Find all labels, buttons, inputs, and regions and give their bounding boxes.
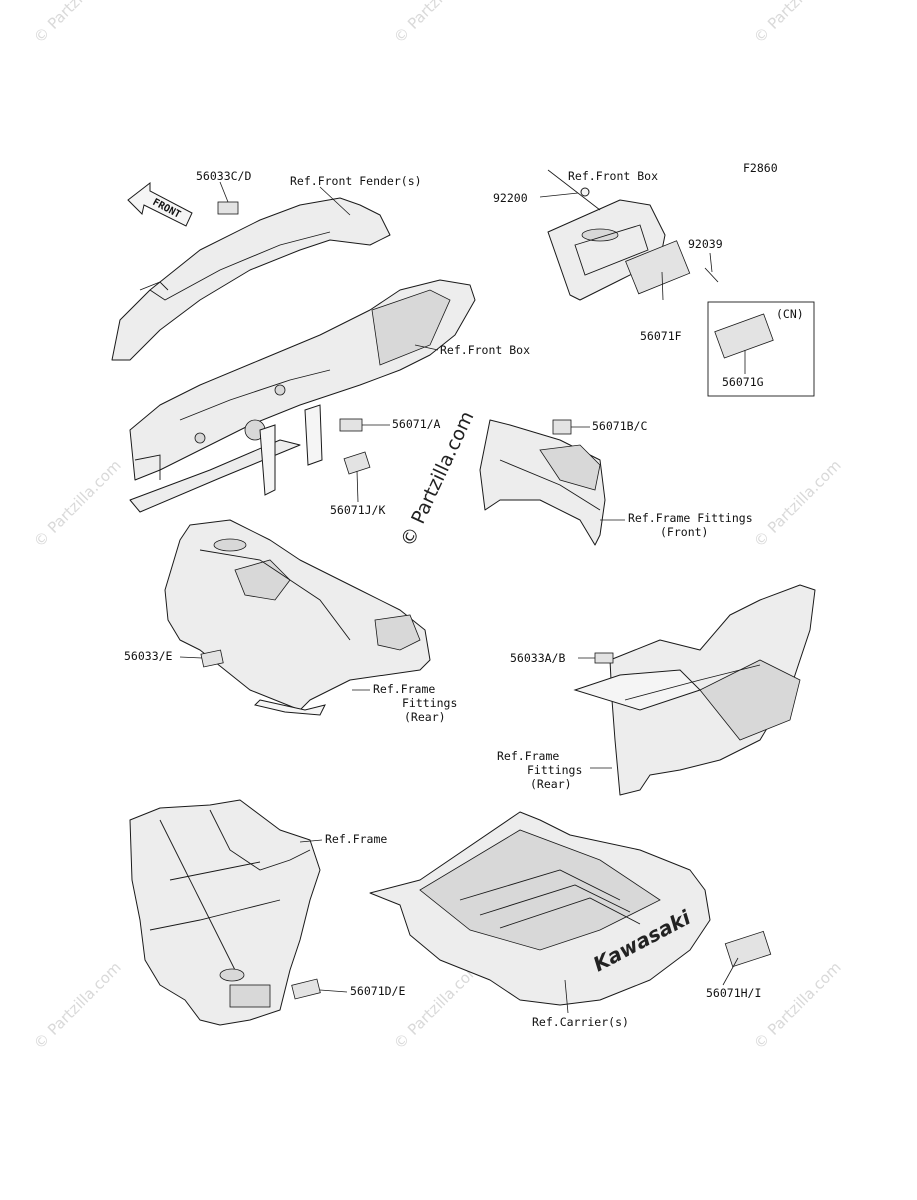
frame-structure: [129, 799, 321, 1026]
decal-56071G: [714, 313, 774, 359]
decal-56071A: [339, 418, 363, 432]
label-ref-frame: Ref.Frame: [325, 832, 387, 846]
label-ref-frame-rear-2: Fittings: [402, 696, 457, 710]
watermark-top-right: © Partzilla.com: [750, 0, 845, 47]
label-ref-frame-rear-3: (Rear): [404, 710, 446, 724]
label-ref-frame-rear-right-3: (Rear): [530, 777, 572, 791]
decal-56071HI: [724, 930, 772, 968]
leader-lines: [179, 169, 746, 1014]
label-56071DE: 56071D/E: [350, 984, 405, 998]
label-56071A: 56071/A: [392, 417, 441, 431]
figure-code: F2860: [743, 161, 778, 175]
label-frame-fittings-front-suffix: (Front): [660, 525, 708, 539]
label-56033E: 56033/E: [124, 649, 173, 663]
label-92039: 92039: [688, 237, 723, 251]
decal-56071BC: [552, 419, 572, 435]
rear-frame-fitting-cover: [164, 519, 431, 716]
watermark-top-center: © Partzilla.com: [390, 0, 485, 47]
label-ref-frame-fittings-front: Ref.Frame Fittings: [628, 511, 753, 525]
label-ref-front-fender: Ref.Front Fender(s): [290, 174, 422, 188]
decal-56071DE: [291, 978, 321, 1000]
watermark-bottom-left: © Partzilla.com: [30, 958, 125, 1053]
decal-56033E: [200, 649, 224, 668]
label-ref-front-box-top: Ref.Front Box: [568, 169, 658, 183]
label-ref-frame-rear-right-1: Ref.Frame: [497, 749, 559, 763]
label-56071JK: 56071J/K: [330, 503, 385, 517]
front-direction-arrow: FRONT: [127, 181, 193, 227]
watermark-mid-right: © Partzilla.com: [750, 456, 845, 551]
decal-56071JK: [343, 451, 371, 475]
frame-fittings-front: [479, 419, 606, 546]
label-92200: 92200: [493, 191, 528, 205]
label-56033CD: 56033C/D: [196, 169, 251, 183]
label-56033AB: 56033A/B: [510, 651, 565, 665]
label-56071F: 56071F: [640, 329, 682, 343]
label-ref-frame-rear-right-2: Fittings: [527, 763, 582, 777]
label-56071G: 56071G: [722, 375, 764, 389]
carrier-bed: Kawasaki: [369, 811, 711, 1006]
label-cn: (CN): [776, 307, 804, 321]
label-ref-front-box: Ref.Front Box: [440, 343, 530, 357]
watermark-bottom-right: © Partzilla.com: [750, 958, 845, 1053]
decal-56033CD: [217, 201, 239, 215]
label-ref-carrier: Ref.Carrier(s): [532, 1015, 629, 1029]
label-ref-frame-rear-1: Ref.Frame: [373, 682, 435, 696]
label-56071HI: 56071H/I: [706, 986, 761, 1000]
watermark-mid-left: © Partzilla.com: [30, 456, 125, 551]
cn-variant-box: [707, 301, 815, 397]
front-fender-dash-assembly: [111, 197, 476, 513]
rear-frame-fitting-right: [573, 584, 816, 796]
label-56071BC: 56071B/C: [592, 419, 647, 433]
decal-56033AB: [594, 652, 614, 664]
decal-56071F: [625, 240, 691, 295]
watermark-top-left: © Partzilla.com: [30, 0, 125, 47]
